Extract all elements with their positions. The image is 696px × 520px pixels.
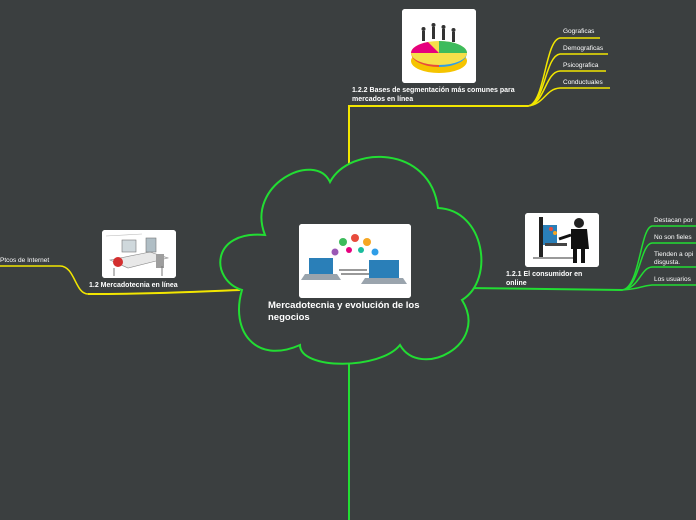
mercadotecnia-child-line <box>0 265 89 295</box>
bases-children-lines <box>527 37 610 107</box>
consumidor-image <box>525 213 599 267</box>
consumidor-child-2[interactable]: No son fieles <box>654 234 692 241</box>
pie-chart-people-icon <box>402 9 476 83</box>
bases-title[interactable]: 1.2.2 Bases de segmentación más comunes … <box>352 87 515 103</box>
central-image <box>299 224 411 298</box>
bases-child-psicografica[interactable]: Psicografica <box>563 62 599 69</box>
connector-to-mercadotecnia <box>87 289 241 295</box>
bases-child-demograficas[interactable]: Demograficas <box>563 45 604 52</box>
connector-to-bases <box>348 105 528 178</box>
consumidor-child-4[interactable]: Los usuarios <box>654 276 691 283</box>
laptops-ecommerce-icon <box>299 224 411 298</box>
bases-child-conductuales[interactable]: Conductuales <box>563 79 603 86</box>
mercadotecnia-child-1[interactable]: Ptcos de Internet <box>0 257 50 264</box>
consumidor-children-lines <box>621 225 696 291</box>
mercadotecnia-image <box>102 230 176 278</box>
consumidor-child-3[interactable]: Tienden a opi disgusta. <box>654 251 694 266</box>
desk-office-sketch-icon <box>102 230 176 278</box>
person-at-computer-icon <box>525 213 599 267</box>
bases-child-gograficas[interactable]: Gograficas <box>563 28 595 35</box>
central-title[interactable]: Mercadotecnia y evolución de los negocio… <box>268 300 420 323</box>
connector-to-consumidor <box>465 287 623 291</box>
mercadotecnia-title[interactable]: 1.2 Mercadotecnia en línea <box>89 282 178 289</box>
consumidor-title[interactable]: 1.2.1 El consumidor en online <box>506 271 583 287</box>
consumidor-child-1[interactable]: Destacan por <box>654 217 693 224</box>
bases-image <box>402 9 476 83</box>
